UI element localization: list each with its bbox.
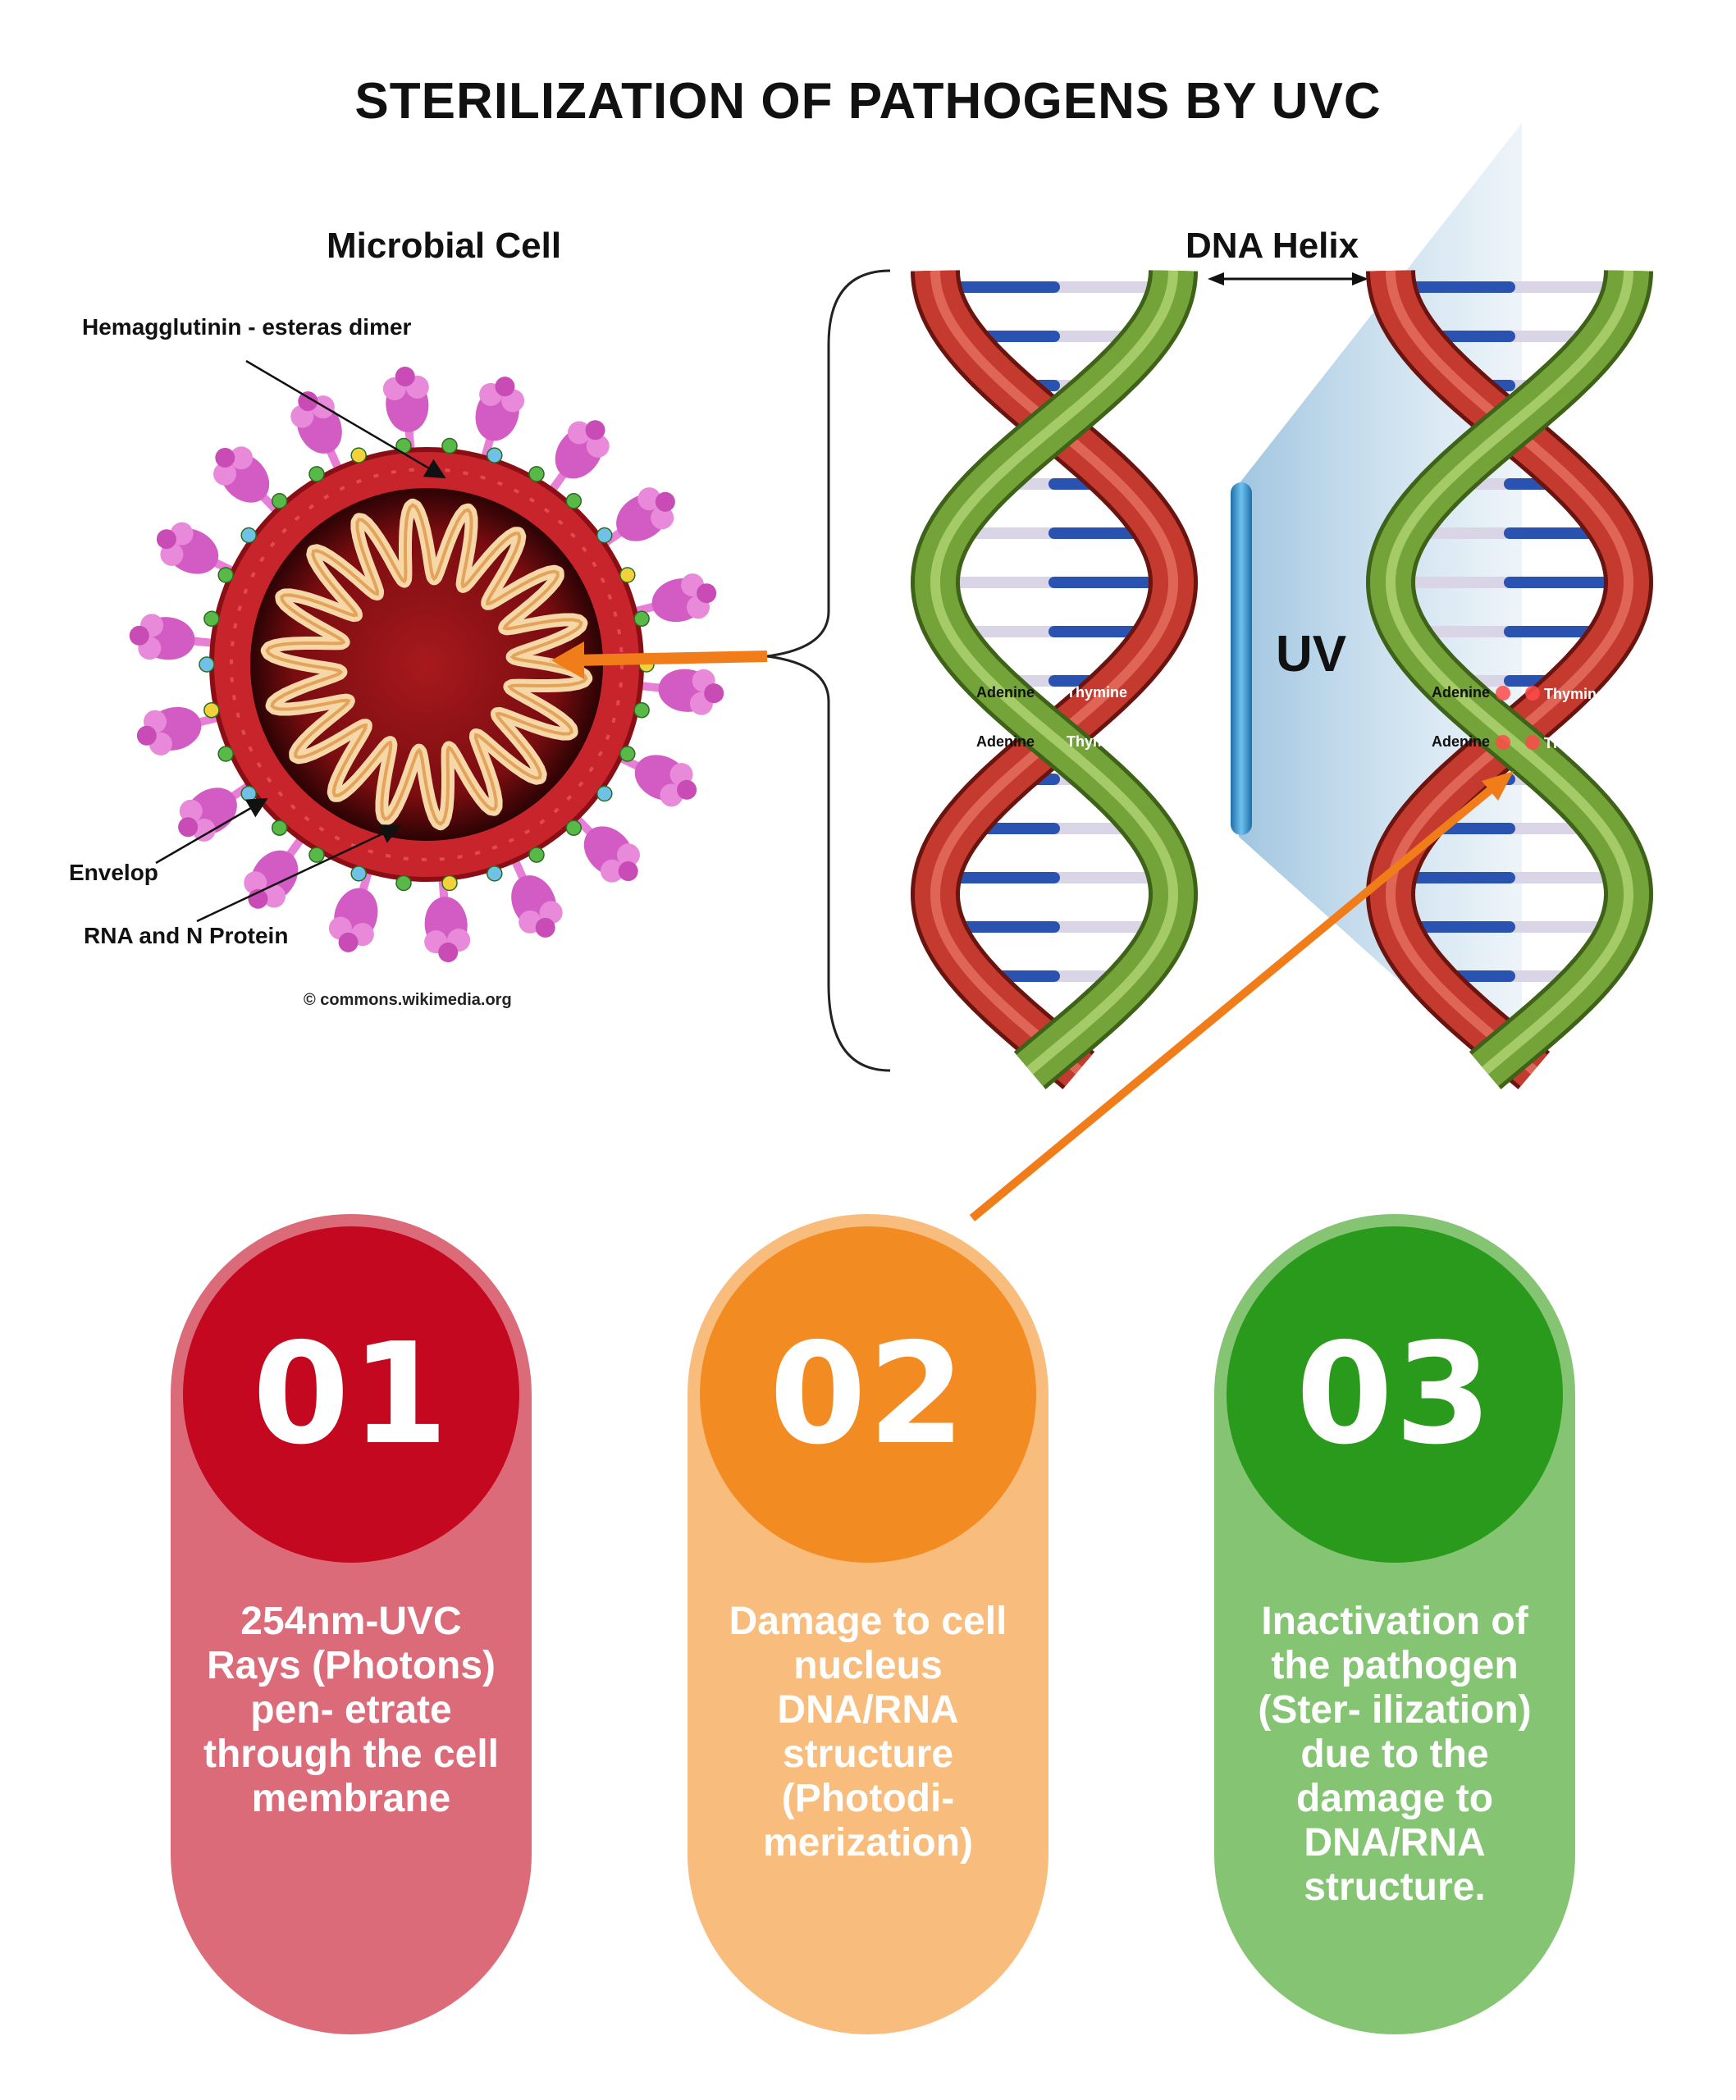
dna-strand-red-shine	[1385, 270, 1634, 1075]
envelop-label: Envelop	[69, 860, 158, 885]
membrane-protein-dot	[203, 701, 220, 719]
membrane-protein-dot	[596, 527, 613, 544]
virus-illustration	[129, 366, 724, 963]
uv-label: UV	[1276, 626, 1347, 682]
spike-protein	[613, 751, 697, 807]
helix1-thymine-1: Thymine	[1067, 684, 1127, 701]
virus-core	[250, 488, 603, 841]
membrane-protein-dot	[203, 610, 220, 628]
dimer-spot	[1496, 686, 1510, 701]
membrane-proteins	[199, 437, 655, 892]
membrane-protein-dot	[271, 819, 288, 836]
membrane-protein-dot	[565, 819, 582, 836]
spike-protein	[244, 832, 308, 909]
membrane-protein-dot	[240, 785, 257, 802]
membrane-protein-dot	[308, 847, 325, 863]
membrane-protein-dot	[308, 466, 325, 482]
membrane-protein-dot	[528, 466, 545, 482]
membrane-protein-dot	[633, 701, 650, 719]
helix2-thymine-2: Thymine	[1544, 735, 1605, 751]
zoom-bracket	[766, 269, 891, 1072]
dna-strand-green-shine	[1385, 270, 1634, 1075]
spike-protein	[475, 377, 525, 464]
helix2-adenine-1: Adenine	[1432, 684, 1490, 701]
step-circle-1: 01	[183, 1226, 519, 1563]
membrane-protein-dot	[217, 567, 234, 583]
step-text-2: Damage to cell nucleus DNA/RNA structure…	[729, 1600, 1007, 1865]
damage-arrow-line	[969, 784, 1496, 1221]
membrane-protein-dot	[633, 610, 650, 628]
step-card-1: 01 254nm-UVC Rays (Photons) pen- etrate …	[171, 1214, 532, 2034]
membrane-protein-dot	[596, 785, 613, 802]
rna-protein-label: RNA and N Protein	[84, 923, 289, 948]
step-number-3: 03	[1295, 1313, 1494, 1476]
step-circle-3: 03	[1227, 1226, 1563, 1563]
step-text-3: Inactivation of the pathogen (Ster- iliz…	[1258, 1600, 1532, 1909]
helix2-thymine-1: Thymine	[1544, 686, 1605, 702]
spike-protein	[136, 706, 226, 756]
step-number-2: 02	[769, 1313, 967, 1476]
membrane-protein-dot	[528, 847, 545, 863]
membrane-protein-dot	[487, 865, 503, 882]
rna-coil-highlight	[265, 503, 588, 826]
spike-protein	[545, 420, 610, 497]
dna-strand-green-shine	[930, 270, 1179, 1075]
spike-protein	[129, 614, 219, 660]
membrane-protein-dot	[487, 447, 503, 463]
zoom-arrow-line	[573, 651, 768, 666]
spike-protein	[596, 487, 675, 550]
helix1-thymine-2: Thymine	[1067, 733, 1127, 750]
zoom-arrow-head	[551, 641, 584, 679]
step-circle-2: 02	[700, 1226, 1036, 1563]
membrane-protein-dot	[240, 527, 257, 544]
membrane-protein-dot	[217, 746, 234, 762]
membrane-protein-dot	[441, 437, 458, 454]
spike-protein	[634, 669, 724, 715]
damage-arrow-head	[1482, 771, 1514, 801]
step-card-3: 03 Inactivation of the pathogen (Ster- i…	[1214, 1214, 1575, 2034]
spike-protein	[213, 446, 284, 518]
spike-protein	[628, 573, 717, 623]
page-title: STERILIZATION OF PATHOGENS BY UVC	[354, 73, 1382, 130]
dimer-spot	[1496, 735, 1510, 750]
dimer-spot	[1525, 735, 1540, 750]
spike-protein	[328, 865, 378, 952]
hemagglutinin-pointer	[245, 359, 446, 479]
envelop-pointer	[155, 797, 268, 865]
dna-strand-red-shine	[930, 270, 1179, 1075]
helix1-adenine-1: Adenine	[976, 684, 1035, 701]
membrane-protein-dot	[619, 746, 636, 762]
membrane-protein-dot	[350, 447, 367, 463]
dna-helix-heading: DNA Helix	[1186, 226, 1359, 266]
image-credit: © commons.wikimedia.org	[304, 991, 512, 1009]
rna-pointer	[196, 824, 402, 923]
step-card-2: 02 Damage to cell nucleus DNA/RNA struct…	[688, 1214, 1048, 2034]
membrane-protein-dot	[395, 874, 412, 892]
membrane-protein-dot	[199, 656, 215, 673]
rna-coil	[260, 498, 593, 831]
step-text-1: 254nm-UVC Rays (Photons) pen- etrate thr…	[203, 1600, 499, 1820]
membrane-protein-dot	[565, 493, 582, 509]
membrane-protein-dot	[441, 874, 458, 892]
hemagglutinin-label: Hemagglutinin - esteras dimer	[82, 314, 412, 340]
dna-helix-intact	[910, 270, 1199, 1089]
microbial-cell-heading: Microbial Cell	[327, 226, 562, 266]
membrane-protein-dot	[619, 567, 636, 583]
spike-proteins	[129, 366, 724, 963]
spike-protein	[424, 872, 471, 963]
uv-lamp	[1231, 482, 1252, 835]
step-number-1: 01	[252, 1313, 450, 1476]
helix2-adenine-2: Adenine	[1432, 733, 1490, 750]
membrane-protein-dot	[271, 493, 288, 509]
membrane-protein-dot	[350, 865, 367, 882]
dimer-spot	[1525, 686, 1540, 701]
dna-helix-damaged	[1365, 270, 1654, 1089]
helix1-adenine-2: Adenine	[976, 733, 1035, 750]
